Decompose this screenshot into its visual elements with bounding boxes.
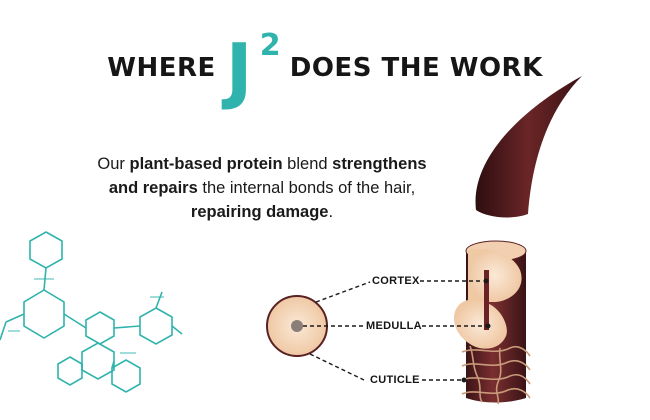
cortex-cutaway (468, 248, 522, 302)
desc-text-4: . (328, 203, 334, 221)
molecule-faint-labels (8, 278, 164, 354)
hair-tip (475, 76, 582, 218)
description-text: Our plant-based protein blend strengthen… (82, 152, 442, 224)
hair-strand-illustration (454, 76, 582, 405)
desc-text-3: the internal bonds of the hair, (197, 179, 416, 197)
callout-cortex-label: CORTEX (372, 275, 420, 287)
cuticle-scales (461, 345, 531, 405)
brand-logo-superscript: 2 (259, 28, 281, 63)
desc-bold-repairing: repairing damage (190, 203, 329, 221)
medulla-strip (484, 270, 489, 330)
desc-bold-strengthens: strengthens and repairs (108, 155, 427, 197)
hair-cross-section (266, 295, 328, 357)
callout-endpoints (461, 278, 491, 383)
desc-bold-plant-protein: plant-based protein (129, 155, 283, 173)
desc-text-2: blend (282, 155, 333, 173)
headline-suffix: DOES THE WORK (289, 53, 543, 83)
callout-lines (303, 280, 486, 381)
cortex-cutaway-lower (454, 300, 507, 349)
molecule-illustration (0, 231, 183, 393)
brand-logo: J 2 (222, 28, 284, 106)
headline-prefix: WHERE (107, 53, 216, 83)
headline: WHERE J 2 DOES THE WORK (0, 28, 650, 106)
desc-text-1: Our (97, 155, 130, 173)
brand-logo-letter: J (225, 28, 253, 112)
callout-medulla-label: MEDULLA (366, 320, 422, 332)
callout-cuticle-label: CUTICLE (370, 374, 420, 386)
